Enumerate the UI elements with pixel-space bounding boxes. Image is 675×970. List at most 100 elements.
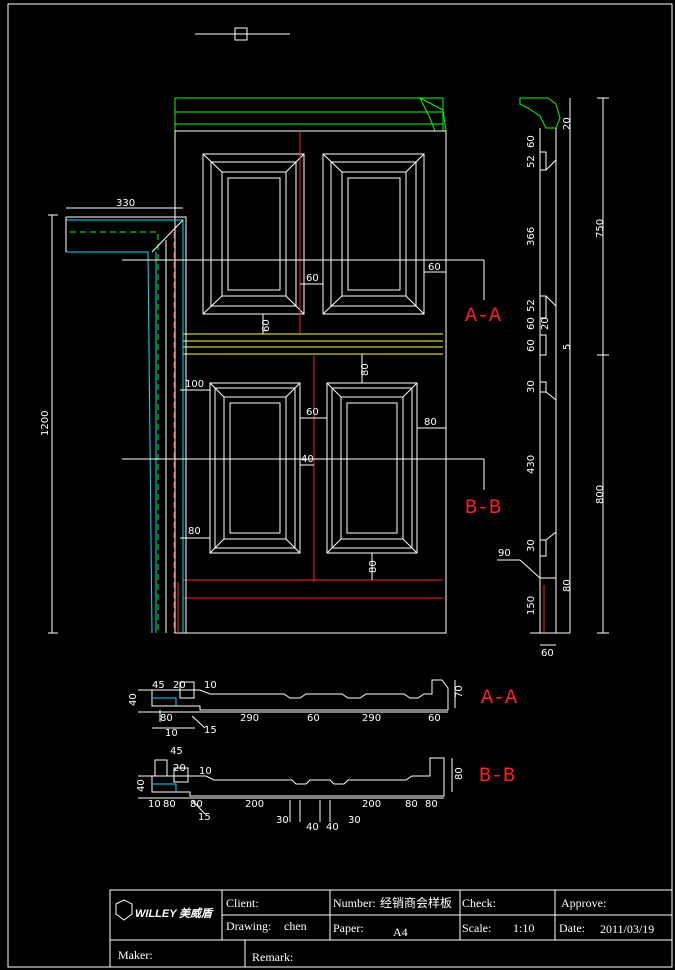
bb-dim-40-a: 40 (306, 822, 319, 833)
bb-dim-80-b: 80 (190, 799, 203, 810)
section-aa-dim-lines (138, 680, 456, 729)
logo-text-cn: 美威盾 (179, 907, 214, 920)
top-view-symbol (195, 27, 290, 41)
bb-dim-30-a: 30 (276, 815, 289, 826)
upper-left-panel (202, 153, 305, 315)
bb-dim-30-b: 30 (348, 815, 361, 826)
aa-dim-15: 15 (204, 725, 217, 736)
bb-dim-80-a: 80 (163, 799, 176, 810)
side-dim-20-mid: 20 (540, 317, 551, 330)
section-bb-profile (151, 757, 445, 797)
dim-80-bottom: 80 (368, 560, 379, 573)
lower-right-panel (326, 382, 418, 554)
check-label: Check: (462, 896, 496, 910)
side-dim-60-b: 60 (526, 317, 537, 330)
bb-dim-15: 15 (198, 812, 211, 823)
side-dim-30-b: 30 (526, 539, 537, 552)
title-block (109, 889, 673, 968)
date-value: 2011/03/19 (600, 922, 654, 936)
section-label-aa: A-A (465, 305, 501, 328)
side-profile: 20 60 52 366 52 60 20 60 5 30 430 30 90 … (497, 97, 609, 659)
side-dim-90: 90 (498, 548, 511, 559)
dim-100: 100 (185, 379, 204, 390)
bb-dim-10-left: 10 (148, 799, 161, 810)
dim-height-1200: 1200 (40, 411, 51, 436)
aa-dim-60-end: 60 (428, 713, 441, 724)
side-dim-60-foot: 60 (541, 648, 554, 659)
aa-dim-20: 20 (173, 680, 186, 691)
paper-value: A4 (393, 925, 408, 939)
scale-value: 1:10 (513, 921, 534, 935)
bb-dim-10: 10 (199, 766, 212, 777)
upper-right-panel (322, 153, 425, 315)
maker-label: Maker: (118, 948, 153, 962)
door-cornice (174, 96, 447, 132)
bb-dim-200-a: 200 (245, 799, 264, 810)
company-logo: WILLEY 美威盾 (115, 899, 214, 921)
dim-width-330: 330 (116, 198, 135, 209)
aa-dim-45: 45 (152, 680, 165, 691)
bb-dim-40: 40 (136, 779, 147, 792)
sheet-border (7, 3, 673, 968)
dim-80-lower-right: 80 (424, 417, 437, 428)
side-dim-52-b: 52 (526, 299, 537, 312)
side-cornice (519, 97, 561, 129)
section-label-bb: B-B (465, 497, 501, 520)
section-aa-trim (153, 697, 177, 706)
section-bb-drawing: 45 20 10 40 10 80 80 15 200 30 40 40 30 … (136, 746, 515, 833)
dim-40: 40 (301, 454, 314, 465)
aa-dim-290-b: 290 (362, 713, 381, 724)
client-label: Client: (226, 896, 259, 910)
section-bb-trim (153, 783, 177, 792)
dim-60-upper-right: 60 (428, 262, 441, 273)
door-frame-left (65, 216, 187, 634)
dim-60-upper-mid: 60 (306, 273, 319, 284)
aa-dim-70: 70 (454, 685, 465, 698)
door-slab (174, 130, 447, 634)
bb-dim-40-b: 40 (326, 822, 339, 833)
bb-dim-200-b: 200 (362, 799, 381, 810)
lower-left-panel (209, 382, 301, 554)
side-dim-60-a: 60 (526, 135, 537, 148)
bb-dim-80-right: 80 (454, 767, 465, 780)
dim-80-top: 80 (360, 363, 371, 376)
side-body-outline (539, 128, 557, 634)
side-dimension-lines (497, 97, 609, 646)
side-dim-430: 430 (526, 455, 537, 474)
bb-dim-80-c: 80 (405, 799, 418, 810)
drawing-value: chen (284, 919, 307, 933)
side-dim-30-a: 30 (526, 380, 537, 393)
section-aa-drawing: 45 20 10 40 80 10 15 290 60 290 60 70 A-… (128, 679, 517, 739)
dim-60-upper-rail: 60 (261, 319, 272, 332)
remark-label: Remark: (252, 950, 293, 964)
bb-section-title: B-B (479, 765, 515, 788)
aa-dim-10-top: 10 (204, 680, 217, 691)
bb-dim-20: 20 (173, 763, 186, 774)
side-dim-60-c: 60 (526, 339, 537, 352)
red-structure-lines (177, 131, 443, 633)
aa-dim-60-mid: 60 (307, 713, 320, 724)
side-dim-150: 150 (526, 596, 537, 615)
side-dim-750: 750 (595, 219, 606, 238)
logo-text: WILLEY (135, 908, 178, 920)
side-dim-20-top: 20 (562, 117, 573, 130)
scale-label: Scale: (462, 921, 491, 935)
shield-icon (115, 899, 133, 921)
aa-dim-290-a: 290 (240, 713, 259, 724)
aa-dim-80: 80 (160, 713, 173, 724)
number-value: 经销商会样板 (380, 895, 452, 910)
mid-rail (183, 333, 443, 355)
paper-label: Paper: (333, 921, 364, 935)
section-bb-dim-lines (138, 758, 453, 822)
section-aa-profile (151, 679, 449, 722)
approve-label: Approve: (561, 896, 606, 910)
bb-dim-45: 45 (170, 746, 183, 757)
bb-dim-80-d: 80 (425, 799, 438, 810)
aa-dim-10-bottom: 10 (165, 728, 178, 739)
drawing-label: Drawing: (226, 919, 271, 933)
side-dim-800: 800 (595, 485, 606, 504)
side-dim-52-a: 52 (526, 155, 537, 168)
aa-dim-40: 40 (128, 693, 139, 706)
elevation-dimension-lines (48, 207, 485, 634)
date-label: Date: (559, 921, 585, 935)
